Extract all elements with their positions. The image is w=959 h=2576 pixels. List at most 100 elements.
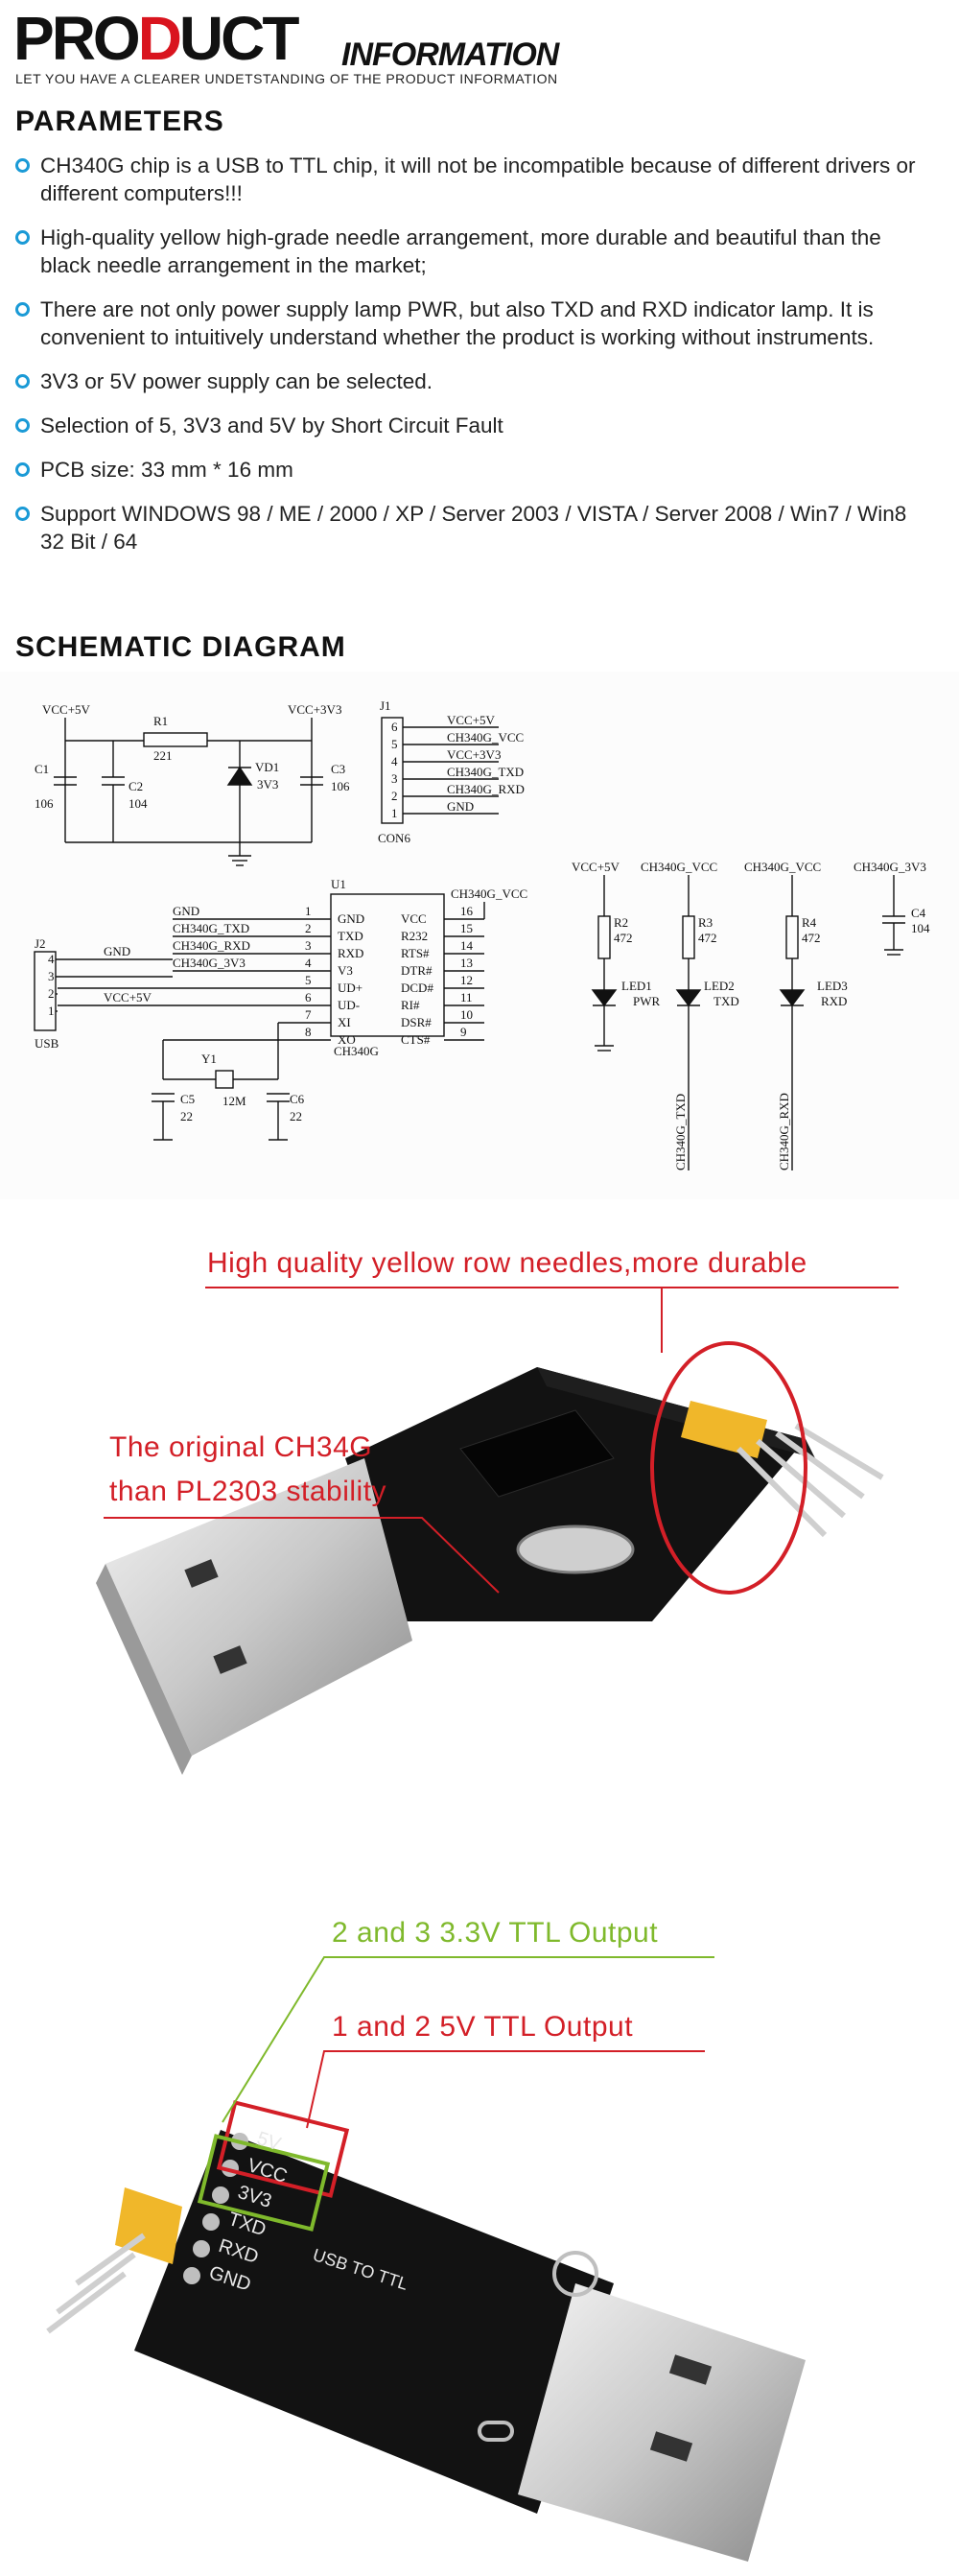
- u1-pin-name: XI: [338, 1015, 351, 1029]
- bullet-icon: [15, 462, 30, 477]
- parameter-item: 3V3 or 5V power supply can be selected.: [13, 367, 934, 395]
- parameter-item: There are not only power supply lamp PWR…: [13, 295, 934, 351]
- board-photo-1: [96, 1287, 899, 1775]
- led-top-net: CH340G_3V3: [854, 860, 926, 874]
- parameter-text: Support WINDOWS 98 / ME / 2000 / XP / Se…: [40, 502, 907, 554]
- led-top-net: CH340G_VCC: [744, 860, 821, 874]
- callout-ch34g-line2: than PL2303 stability: [109, 1476, 387, 1507]
- product-info-header: PRODUCT INFORMATION LET YOU HAVE A CLEAR…: [0, 0, 959, 96]
- parameter-text: 3V3 or 5V power supply can be selected.: [40, 369, 433, 393]
- u1-vcc-net: CH340G_VCC: [451, 886, 527, 901]
- j1-net: VCC+3V3: [447, 747, 501, 762]
- j2-pin: 4: [48, 952, 55, 966]
- u1-pin: 10: [460, 1007, 473, 1022]
- u1-pin-name: V3: [338, 963, 353, 978]
- u1-pin-name: DTR#: [401, 963, 433, 978]
- j2-label: J2: [35, 936, 46, 951]
- r1-label: R1: [153, 714, 168, 728]
- u1-left-net: CH340G_RXD: [173, 938, 250, 953]
- product-logo: PRODUCT: [13, 8, 299, 69]
- j1-pin: 4: [391, 754, 398, 768]
- parameter-text: Selection of 5, 3V3 and 5V by Short Circ…: [40, 414, 503, 437]
- j2-pin: 3: [48, 969, 55, 983]
- u1-pin: 15: [460, 921, 473, 935]
- u1-pin: 14: [460, 938, 474, 953]
- bullet-icon: [15, 230, 30, 245]
- u1-pin: 16: [460, 904, 474, 918]
- j1-part: CON6: [378, 831, 410, 845]
- u1-pin-name: TXD: [338, 929, 363, 943]
- u1-pin: 4: [305, 956, 312, 970]
- logo-red-letter: D: [137, 4, 182, 73]
- u1-pin-name: UD-: [338, 998, 360, 1012]
- j1-pin: 3: [391, 771, 398, 786]
- u1-pin: 5: [305, 973, 312, 987]
- c1-value: 106: [35, 796, 54, 811]
- parameter-item: High-quality yellow high-grade needle ar…: [13, 224, 934, 279]
- j1-pin: 6: [391, 720, 398, 734]
- logo-pre: PRO: [13, 4, 141, 73]
- c2-value: 104: [129, 796, 148, 811]
- led1-label: LED1: [621, 979, 652, 993]
- bullet-icon: [15, 158, 30, 173]
- led2-label: LED2: [704, 979, 735, 993]
- u1-pin: 1: [305, 904, 312, 918]
- r3-value: 472: [698, 931, 717, 945]
- net-vcc3-label: VCC+3V3: [288, 702, 341, 717]
- j1-net: VCC+5V: [447, 713, 496, 727]
- y1-label: Y1: [201, 1052, 217, 1066]
- product-photo-top: High quality yellow row needles,more dur…: [0, 1218, 959, 1880]
- bullet-icon: [15, 418, 30, 433]
- parameter-item: Support WINDOWS 98 / ME / 2000 / XP / Se…: [13, 500, 934, 555]
- u1-pin: 9: [460, 1025, 467, 1039]
- bullet-icon: [15, 507, 30, 521]
- c3-value: 106: [331, 779, 350, 793]
- u1-pin: 13: [460, 956, 473, 970]
- c6-label: C6: [290, 1092, 305, 1106]
- header-tagline: LET YOU HAVE A CLEARER UNDETSTANDING OF …: [15, 71, 558, 86]
- net-ch340g-rxd: CH340G_RXD: [777, 1093, 791, 1170]
- parameter-text: High-quality yellow high-grade needle ar…: [40, 225, 881, 277]
- u1-pin: 2: [305, 921, 312, 935]
- schematic-svg: VCC+5V VCC+3V3 R1 221 C1 106 C2 104 VD1 …: [34, 698, 930, 1170]
- u1-left-net: GND: [173, 904, 199, 918]
- u1-pin: 3: [305, 938, 312, 953]
- u1-pin: 12: [460, 973, 473, 987]
- j1-net: GND: [447, 799, 474, 814]
- bullet-icon: [15, 302, 30, 317]
- j1-net: CH340G_RXD: [447, 782, 525, 796]
- j1-pin: 2: [391, 789, 398, 803]
- parameters-title: PARAMETERS: [15, 106, 224, 137]
- u1-pin-name: CTS#: [401, 1032, 431, 1047]
- r2-value: 472: [614, 931, 633, 945]
- u1-pin: 6: [305, 990, 312, 1004]
- j1-net: CH340G_VCC: [447, 730, 524, 744]
- callout-ch34g-line1: The original CH34G: [109, 1431, 373, 1463]
- schematic-title: SCHEMATIC DIAGRAM: [15, 631, 346, 663]
- parameter-item: Selection of 5, 3V3 and 5V by Short Circ…: [13, 412, 934, 439]
- y1-value: 12M: [222, 1094, 246, 1108]
- u1-pin-name: RI#: [401, 998, 420, 1012]
- r3-label: R3: [698, 915, 713, 930]
- bullet-icon: [15, 374, 30, 389]
- led2-txd: TXD: [713, 994, 739, 1008]
- j2-pin: 2: [48, 986, 55, 1001]
- c3-label: C3: [331, 762, 345, 776]
- led3-label: LED3: [817, 979, 848, 993]
- u1-pin-name: RTS#: [401, 946, 430, 960]
- j1-net: CH340G_TXD: [447, 765, 524, 779]
- j2-pin: 1: [48, 1004, 55, 1018]
- u1-pin-name: R232: [401, 929, 428, 943]
- led1-pwr: PWR: [633, 994, 661, 1008]
- parameter-text: CH340G chip is a USB to TTL chip, it wil…: [40, 154, 916, 205]
- net-ch340g-txd: CH340G_TXD: [673, 1094, 688, 1170]
- r1-value: 221: [153, 748, 173, 763]
- c2-label: C2: [129, 779, 143, 793]
- logo-post: UCT: [178, 4, 300, 73]
- j2-vcc-net: VCC+5V: [104, 990, 152, 1004]
- j1-pin: 5: [391, 737, 398, 751]
- u1-pin-name: UD+: [338, 981, 363, 995]
- parameter-text: PCB size: 33 mm * 16 mm: [40, 458, 293, 482]
- j1-label: J1: [380, 698, 391, 713]
- board-photo-2: [46, 1956, 806, 2562]
